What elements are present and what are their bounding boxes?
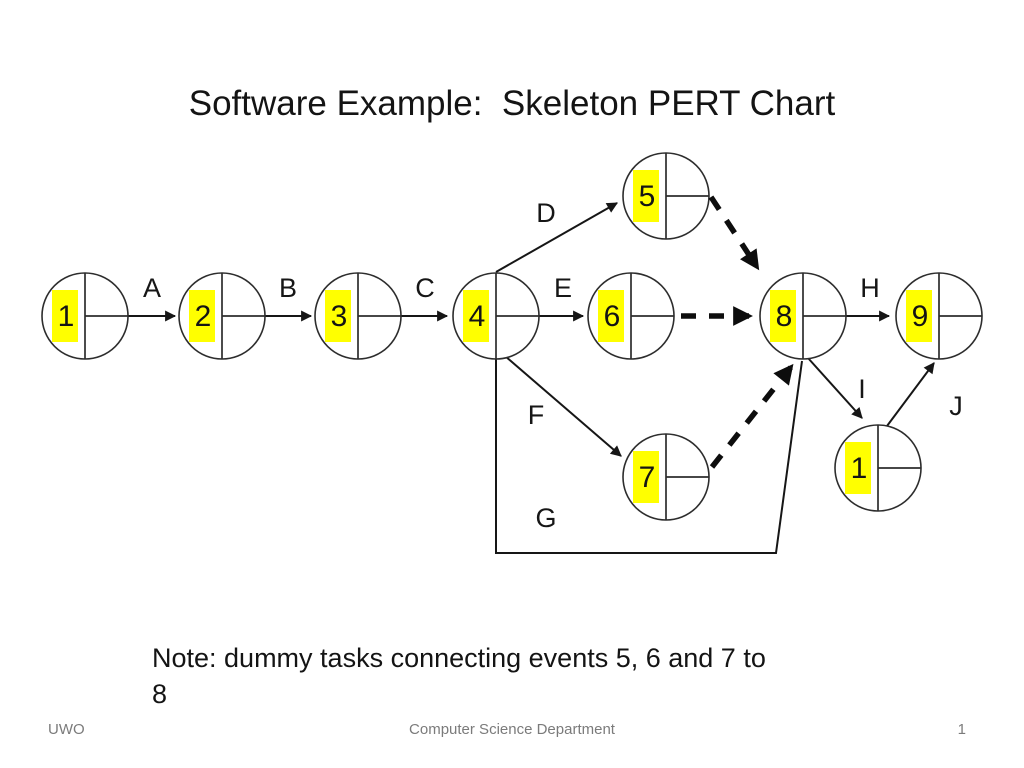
node-number: 7 [639,461,656,494]
node-number: 3 [331,300,348,333]
note-line-2: 8 [152,679,168,709]
node-number: 1 [58,300,75,333]
note-line-1: Note: dummy tasks connecting events 5, 6… [152,643,766,673]
node-highlight [598,290,624,342]
edge-label-H: H [860,273,880,303]
edge-label-A: A [143,273,161,303]
dummy-edges [681,195,794,469]
node-highlight [906,290,932,342]
event-node-6: 6 [587,272,675,360]
edge-label-B: B [279,273,297,303]
event-node-2: 2 [178,272,266,360]
task-edges [128,202,935,554]
footer-institution: UWO [48,721,85,738]
edge-label-C: C [415,273,435,303]
event-node-10: 1 [834,424,922,512]
event-node-8: 8 [759,272,847,360]
edge-label-D: D [536,198,556,228]
node-highlight [52,290,78,342]
event-node-7: 7 [622,433,710,521]
node-highlight [633,451,659,503]
edge-label-G: G [535,503,556,533]
slide-note: Note: dummy tasks connecting events 5, 6… [152,640,766,712]
node-number: 9 [912,300,929,333]
edge-label-F: F [528,400,545,430]
node-number: 6 [604,300,621,333]
edge-F-arrow [504,355,622,457]
node-number: 4 [469,300,486,333]
slide-footer: Computer Science Department UWO 1 [0,721,1024,745]
node-number: 2 [195,300,212,333]
node-highlight [189,290,215,342]
slide-title: Software Example: Skeleton PERT Chart [188,84,836,123]
footer-page-number: 1 [957,721,966,738]
edge-J-arrow [886,362,935,427]
node-number: 1 [851,452,868,485]
dummy-edge-7-8 [709,363,794,469]
edge-label-E: E [554,273,572,303]
event-node-5: 5 [622,152,710,240]
node-number: 5 [639,180,656,213]
edge-D-arrow [495,202,618,273]
edge-labels: A B C D E F G H I J [143,198,963,533]
node-highlight [633,170,659,222]
node-highlight [325,290,351,342]
edge-I-arrow [807,357,863,419]
node-number: 8 [776,300,793,333]
event-node-4: 4 [452,272,540,360]
edge-label-J: J [949,391,963,421]
node-highlight [463,290,489,342]
event-node-9: 9 [895,272,983,360]
edge-G-path [495,359,803,554]
event-node-3: 3 [314,272,402,360]
footer-department: Computer Science Department [409,721,615,738]
node-highlight [845,442,871,494]
edge-label-I: I [858,374,866,404]
dummy-edge-5-8 [708,195,760,271]
event-node-1: 1 [41,272,129,360]
node-highlight [770,290,796,342]
